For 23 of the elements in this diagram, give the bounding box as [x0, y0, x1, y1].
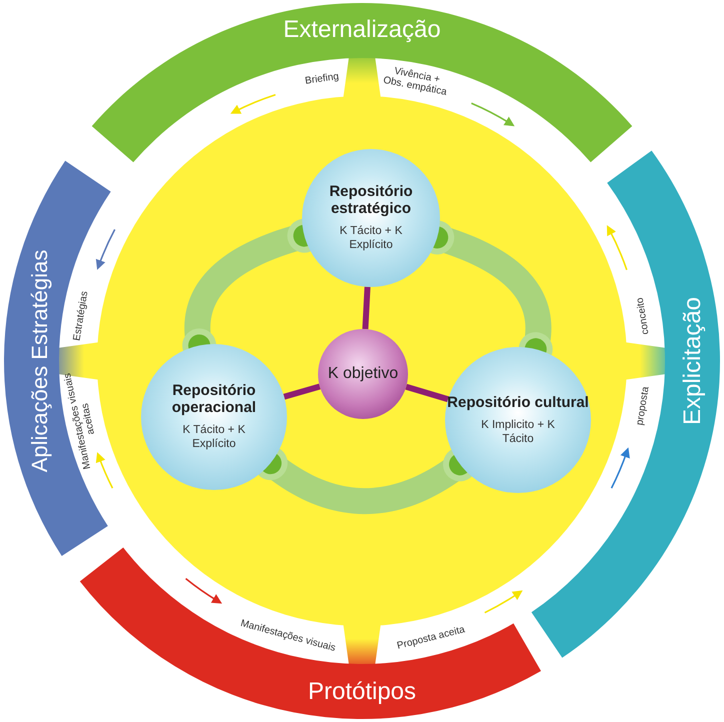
- flow-label: proposta: [635, 386, 652, 426]
- ring-segment: [4, 160, 111, 556]
- circle-text: K Implicito + K Tácito: [480, 418, 556, 446]
- flow-label: Vivência + Obs. empática: [382, 65, 450, 99]
- circle-title: Repositório operacional: [170, 382, 258, 416]
- stage-title: Externalização: [283, 18, 441, 42]
- circle-text: K Tácito + K Explícito: [182, 424, 246, 452]
- flow-label: Proposta aceita: [396, 624, 466, 652]
- flow-label: Estratégias: [71, 290, 90, 342]
- circle-title: K objetivo: [328, 364, 398, 384]
- connector-line: [283, 384, 321, 400]
- flow-label: Briefing: [304, 70, 340, 87]
- stage-title: Aplicações Estratégias: [29, 250, 51, 472]
- circle-title: Repositório cultural: [447, 394, 589, 411]
- circle-title: Repositório estratégico: [328, 182, 414, 218]
- connector-line: [362, 286, 370, 330]
- ring-segment: [79, 547, 541, 719]
- circle-text: K Tácito + K Explícito: [338, 225, 404, 254]
- stage-title: Protótipos: [308, 680, 416, 704]
- ring-segment: [91, 3, 633, 163]
- connector-line: [405, 384, 449, 402]
- flow-label: conceito: [635, 297, 652, 336]
- stage-title: Explicitação: [681, 296, 705, 426]
